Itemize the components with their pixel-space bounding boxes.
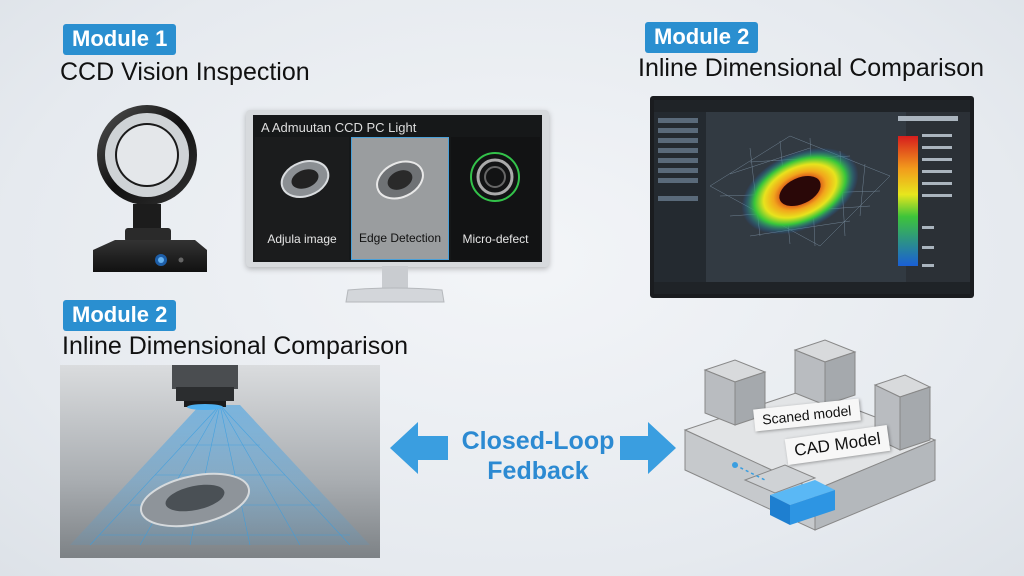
module-2-badge-bottom: Module 2 (63, 300, 177, 331)
panel-label-defect: Micro-defect (462, 232, 529, 246)
ring-light-illustration (93, 105, 207, 272)
dimensional-comparison-monitor (650, 96, 974, 298)
module-2-title-top: Inline Dimensional Comparison (638, 54, 984, 82)
panel-label-adjusted: Adjula image (267, 232, 337, 246)
feedback-line-2: Fedback (487, 457, 589, 485)
panel-label-edge: Edge Detection (358, 231, 442, 245)
module-2-title-bottom: Inline Dimensional Comparison (62, 332, 408, 360)
closed-loop-feedback-label: Closed-Loop Fedback (448, 426, 628, 486)
panel-micro-defect: Micro-defect (451, 137, 540, 260)
panel-adjusted-image: Adjula image (255, 137, 349, 260)
arrow-right-icon (620, 422, 676, 474)
module-2-badge-top: Module 2 (645, 22, 759, 53)
highlighted-part (770, 480, 835, 525)
inspection-monitor: A Admuutan CCD PC Light Adjula image Edg… (246, 110, 549, 267)
inspection-screen-title: A Admuutan CCD PC Light (261, 120, 417, 135)
monitor-stand (345, 266, 445, 303)
part-image-icon (280, 160, 330, 198)
edge-part-icon (376, 160, 424, 200)
inspection-screen: A Admuutan CCD PC Light Adjula image Edg… (253, 115, 542, 262)
arrow-left-icon (390, 422, 448, 474)
feedback-line-1: Closed-Loop (461, 427, 615, 455)
module-1-title: CCD Vision Inspection (60, 58, 310, 86)
laser-scanner-scene (60, 365, 380, 558)
defect-ring-icon (470, 152, 520, 202)
module-1-badge: Module 1 (63, 24, 177, 55)
panel-edge-detection: Edge Detection (351, 137, 449, 260)
